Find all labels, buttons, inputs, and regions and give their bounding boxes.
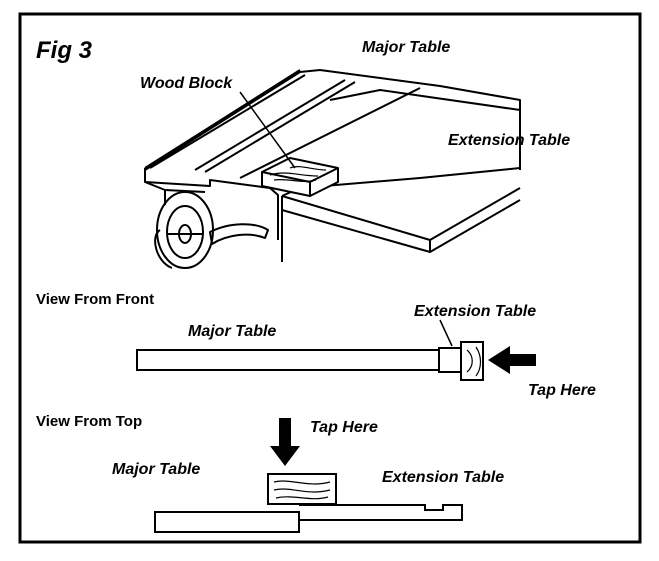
- label-major-table-side: Major Table: [112, 461, 200, 478]
- top-major-table-bar: [154, 511, 300, 533]
- figure-border: [18, 12, 642, 544]
- label-wood-block: Wood Block: [140, 75, 233, 92]
- front-extension-table-bar: [438, 347, 462, 373]
- leader-extension-front: [439, 319, 453, 347]
- front-view-illustration: [136, 341, 484, 381]
- label-tap-here-front: Tap Here: [528, 382, 596, 399]
- top-view-illustration: [154, 473, 463, 533]
- label-major-table-front: Major Table: [188, 323, 276, 340]
- label-extension-table-top: Extension Table: [448, 132, 570, 149]
- label-extension-table-front: Extension Table: [414, 303, 536, 320]
- top-extension-table-profile: [298, 504, 463, 532]
- tap-arrow-left-icon: [488, 346, 536, 374]
- isometric-table-illustration: [144, 69, 521, 269]
- label-major-table-top: Major Table: [362, 39, 450, 56]
- front-major-table-bar: [136, 349, 440, 371]
- label-view-from-front: View From Front: [36, 291, 154, 308]
- label-view-from-top: View From Top: [36, 413, 142, 430]
- figure-title: Fig 3: [36, 37, 93, 64]
- tap-arrow-down-icon: [270, 418, 300, 466]
- label-tap-here-top: Tap Here: [310, 419, 378, 436]
- label-extension-table-side: Extension Table: [382, 469, 504, 486]
